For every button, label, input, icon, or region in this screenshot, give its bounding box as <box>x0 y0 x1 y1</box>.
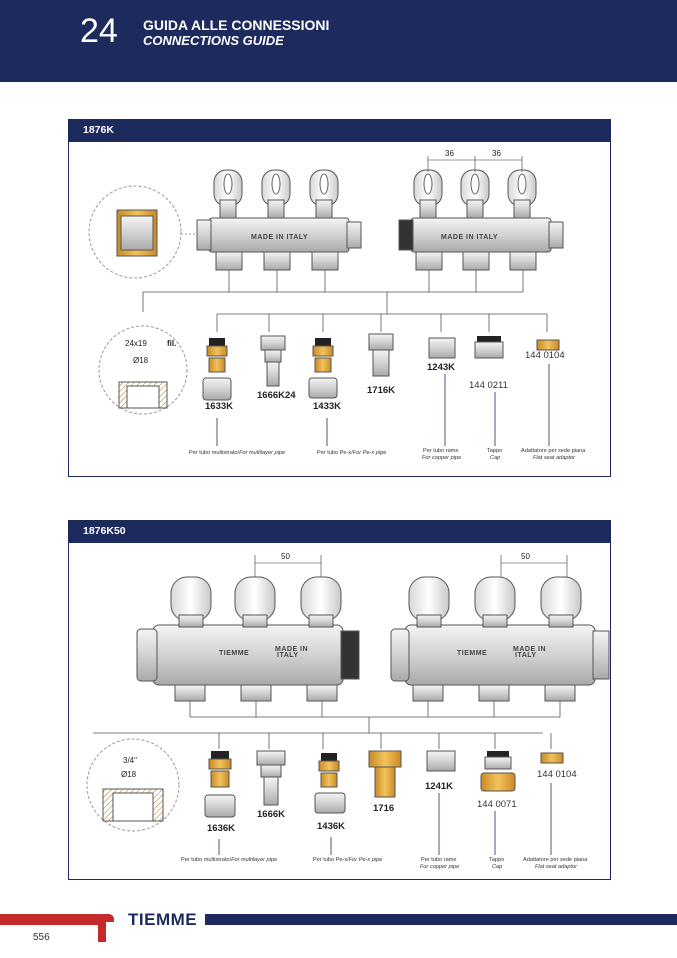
item-code: 1716K <box>367 385 395 396</box>
caption-multilayer: Per tubo multistrato/For multilayer pipe <box>181 857 277 863</box>
stamp-line1: MADE IN <box>275 646 308 653</box>
dimension-label-a: 36 <box>445 149 454 158</box>
brand-stamp: TIEMME <box>219 650 249 657</box>
caption-cap-en: Cap <box>492 864 502 870</box>
manifold-diagram-1876k50: 50 50 TIEMME MADE IN ITALY TIEMME <box>86 552 610 870</box>
caption-flat-en: Flat seat adaptor <box>533 455 576 461</box>
thread-size: 3/4" <box>123 756 137 765</box>
thread-suffix: fil. <box>167 339 176 348</box>
fitting-1636k <box>204 751 236 818</box>
fitting-1243k <box>428 337 456 359</box>
caption-cap-en: Cap <box>490 455 500 461</box>
fitting-1440071 <box>480 751 516 792</box>
caption-copper-it: Per tubo rame <box>421 857 456 863</box>
stamp-right: MADE IN ITALY <box>441 234 498 241</box>
item-code: 1433K <box>313 401 341 412</box>
page-header: 24 GUIDA ALLE CONNESSIONI CONNECTIONS GU… <box>0 0 677 82</box>
item-code: 1633K <box>205 401 233 412</box>
item-code: 1666K24 <box>257 390 296 401</box>
stamp-line2: ITALY <box>515 652 537 659</box>
thread-diameter: Ø18 <box>133 356 149 365</box>
caption-pex: Per tubo Pe-x/For Pe-x pipe <box>317 450 386 456</box>
fitting-1433k <box>308 338 338 399</box>
item-code: 1436K <box>317 821 345 832</box>
page-title-italian: GUIDA ALLE CONNESSIONI <box>143 17 330 33</box>
fitting-1666k <box>256 750 286 806</box>
stamp-line1: MADE IN <box>513 646 546 653</box>
manifold-left: TIEMME MADE IN ITALY <box>136 576 360 702</box>
footer-blue-bar <box>205 914 677 925</box>
chapter-number: 24 <box>80 12 118 50</box>
item-code: 1243K <box>427 362 455 373</box>
item-code: 1241K <box>425 781 453 792</box>
item-code: 144 0104 <box>537 769 577 780</box>
fitting-1716k <box>368 333 394 377</box>
caption-copper-en: For copper pipe <box>420 864 459 870</box>
footer-pipe-hook <box>88 914 114 942</box>
dimension-label-b: 36 <box>492 149 501 158</box>
caption-leaders <box>218 783 552 855</box>
connector-tree <box>93 701 561 749</box>
fitting-1436k <box>314 753 346 814</box>
stamp-line2: ITALY <box>277 652 299 659</box>
footer-red-bar <box>0 914 96 925</box>
footer-logo: TIEMME <box>128 910 198 929</box>
thread-diameter: Ø18 <box>121 770 137 779</box>
fitting-1440211 <box>474 336 504 359</box>
caption-copper-en: For copper pipe <box>422 455 461 461</box>
connector-tree <box>142 270 548 332</box>
thread-size: 24x19 <box>125 339 147 348</box>
manifold-diagram-1876k: MADE IN ITALY MADE IN ITALY <box>88 149 586 461</box>
caption-leaders <box>216 364 550 446</box>
fitting-1440104 <box>540 752 564 764</box>
page-title-english: CONNECTIONS GUIDE <box>143 33 284 48</box>
dimension-label-a: 50 <box>281 552 290 561</box>
panel-title-bar: 1876K50 <box>69 521 610 543</box>
caption-pex: Per tubo Pe-x/For Pe-x pipe <box>313 857 382 863</box>
item-code: 1666K <box>257 809 285 820</box>
fitting-1241k <box>426 750 456 772</box>
item-code: 1716 <box>373 803 394 814</box>
manifold-right: TIEMME MADE IN ITALY <box>390 576 610 702</box>
caption-flat-en: Flat seat adaptor <box>535 864 578 870</box>
fitting-1716 <box>368 750 402 798</box>
stamp-left: MADE IN ITALY <box>251 234 308 241</box>
fitting-1633k <box>202 338 232 401</box>
caption-cap-it: Tappo <box>489 857 504 863</box>
manifold-left: MADE IN ITALY <box>196 169 362 271</box>
caption-copper-it: Per tubo rame <box>423 448 458 454</box>
caption-cap-it: Tappo <box>487 448 502 454</box>
detail-circle-top <box>88 185 197 279</box>
caption-multilayer: Per tubo multistrato/For multilayer pipe <box>189 450 285 456</box>
caption-flat-it: Adattatore per sede piana <box>521 448 586 454</box>
item-code: 144 0211 <box>469 380 508 391</box>
caption-flat-it: Adattatore per sede piana <box>523 857 588 863</box>
thread-detail: 3/4" Ø18 <box>86 738 180 832</box>
fitting-1440104 <box>536 339 560 351</box>
thread-detail: 24x19 fil. Ø18 <box>98 325 188 415</box>
brand-stamp: TIEMME <box>457 650 487 657</box>
panel-code: 1876K <box>83 124 114 136</box>
panel-title-bar: 1876K <box>69 120 610 142</box>
item-code: 144 0071 <box>477 799 517 810</box>
panel-code: 1876K50 <box>83 525 126 537</box>
panel-1876k: 1876K <box>68 119 611 477</box>
manifold-right: MADE IN ITALY <box>398 169 564 271</box>
item-code: 1636K <box>207 823 235 834</box>
dimension-36: 36 36 <box>427 149 523 172</box>
panel-1876k50: 1876K50 50 50 TIEMME MADE IN ITALY <box>68 520 611 880</box>
dimension-50: 50 50 <box>254 552 568 577</box>
fitting-1666k24 <box>260 335 286 387</box>
item-code: 144 0104 <box>525 350 565 361</box>
page-number: 556 <box>33 932 50 943</box>
dimension-label-b: 50 <box>521 552 530 561</box>
